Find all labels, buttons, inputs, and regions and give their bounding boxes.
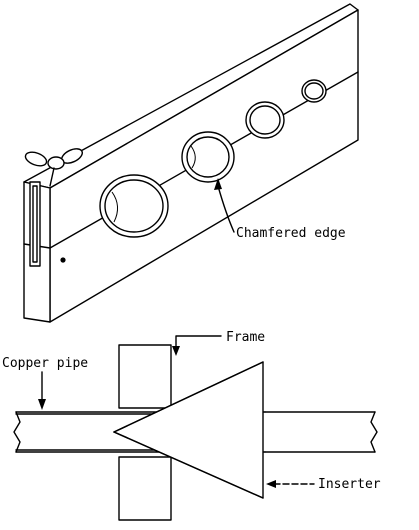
wing-left bbox=[24, 151, 48, 167]
frame-upper bbox=[118, 344, 172, 409]
frame-label: Frame bbox=[226, 330, 265, 345]
end-slot-inner bbox=[32, 185, 38, 263]
hole-large bbox=[99, 174, 169, 238]
chamfered-edge-arrowhead bbox=[214, 178, 222, 190]
frame-arrowhead bbox=[172, 346, 180, 356]
frame-lower bbox=[118, 456, 172, 521]
end-slot bbox=[29, 181, 41, 267]
inserter-arrowhead bbox=[266, 480, 276, 488]
inserter-section bbox=[113, 361, 264, 499]
screw-hole bbox=[60, 257, 66, 263]
hole-medium bbox=[181, 131, 235, 183]
chamfered-edge-callout: Chamfered edge bbox=[214, 178, 346, 241]
inserter-callout: Inserter bbox=[266, 477, 381, 492]
chamfered-edge-label: Chamfered edge bbox=[236, 226, 346, 241]
bolt-shaft bbox=[49, 167, 55, 187]
inserter-label: Inserter bbox=[318, 477, 381, 492]
copper-pipe-label: Copper pipe bbox=[2, 356, 88, 371]
wing-nut bbox=[24, 148, 83, 187]
frame-section bbox=[118, 344, 172, 521]
copper-pipe-callout: Copper pipe bbox=[2, 356, 88, 410]
cross-section: Frame Copper pipe Inserter bbox=[2, 330, 381, 521]
frame-holes bbox=[99, 79, 327, 238]
nut-body bbox=[47, 156, 65, 170]
copper-pipe-arrowhead bbox=[38, 399, 46, 410]
hole-small bbox=[245, 101, 285, 139]
hole-smallest bbox=[301, 79, 327, 103]
frame-callout: Frame bbox=[172, 330, 265, 356]
